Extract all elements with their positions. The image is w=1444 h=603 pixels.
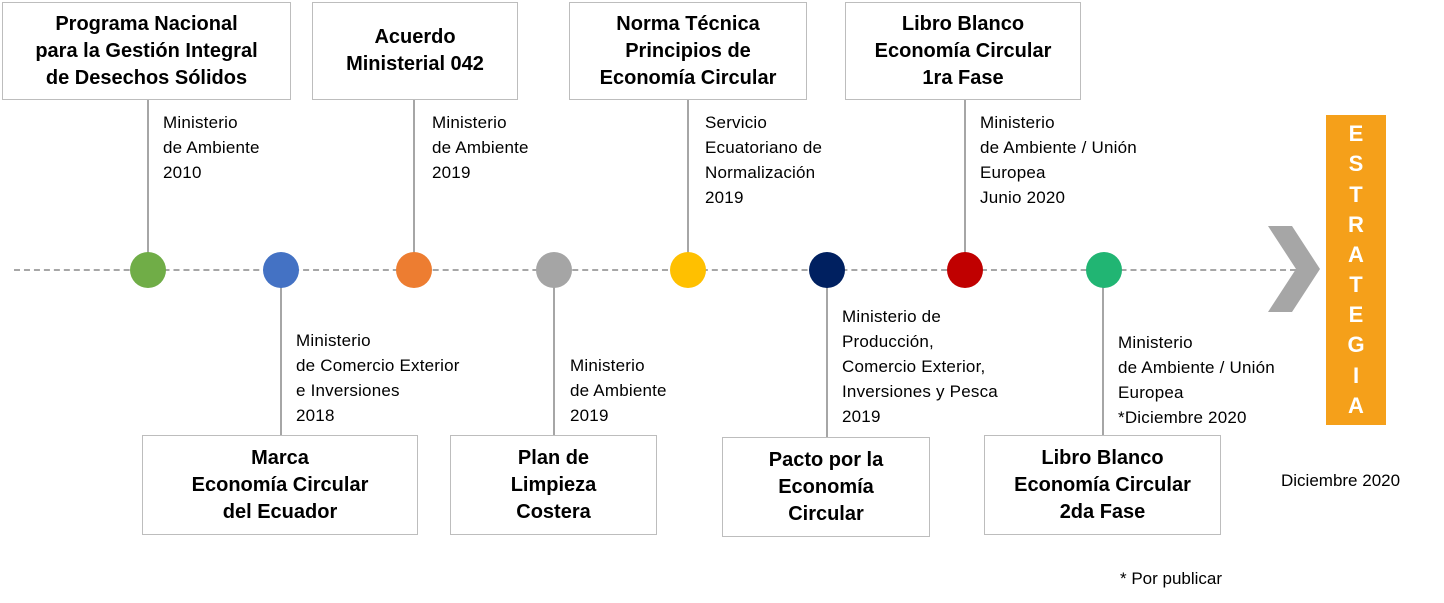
- milestone-box-plan-limpieza: Plan de Limpieza Costera: [450, 435, 657, 535]
- strategy-letter: I: [1352, 362, 1360, 388]
- strategy-letter: E: [1348, 121, 1364, 147]
- strategy-letter: G: [1347, 332, 1365, 358]
- connector-line: [826, 270, 828, 438]
- strategy-bar: E S T R A T E G I A: [1326, 115, 1386, 425]
- milestone-detail: Ministerio de Ambiente 2019: [570, 356, 667, 425]
- timeline-dot-blue: [263, 252, 299, 288]
- footnote: * Por publicar: [1120, 569, 1223, 588]
- strategy-date: Diciembre 2020: [1281, 471, 1401, 490]
- timeline-dot-green: [130, 252, 166, 288]
- connector-line: [687, 100, 689, 268]
- milestone-box-programa-nacional: Programa Nacional para la Gestión Integr…: [2, 2, 291, 100]
- timeline-line: [14, 269, 1296, 271]
- strategy-letter: E: [1348, 302, 1364, 328]
- timeline-dot-emerald: [1086, 252, 1122, 288]
- milestone-detail: Ministerio de Ambiente 2010: [163, 113, 260, 182]
- milestone-box-marca: Marca Economía Circular del Ecuador: [142, 435, 418, 535]
- milestone-box-libro-blanco-1: Libro Blanco Economía Circular 1ra Fase: [845, 2, 1081, 100]
- timeline-dot-yellow: [670, 252, 706, 288]
- strategy-letter: A: [1348, 392, 1364, 418]
- connector-line: [553, 270, 555, 436]
- timeline-dot-red: [947, 252, 983, 288]
- milestone-box-libro-blanco-2: Libro Blanco Economía Circular 2da Fase: [984, 435, 1221, 535]
- timeline-dot-orange: [396, 252, 432, 288]
- timeline-dot-gray: [536, 252, 572, 288]
- milestone-detail: Ministerio de Comercio Exterior e Invers…: [296, 331, 460, 425]
- milestone-detail: Ministerio de Ambiente 2019: [432, 113, 529, 182]
- milestone-detail: Ministerio de Producción, Comercio Exter…: [842, 307, 998, 426]
- strategy-letter: A: [1348, 241, 1364, 267]
- milestone-box-norma-tecnica: Norma Técnica Principios de Economía Cir…: [569, 2, 807, 100]
- milestone-box-pacto: Pacto por la Economía Circular: [722, 437, 930, 537]
- connector-line: [1102, 270, 1104, 436]
- chevron-right-icon: [1268, 226, 1320, 312]
- connector-line: [280, 270, 282, 436]
- milestone-box-acuerdo-ministerial: Acuerdo Ministerial 042: [312, 2, 518, 100]
- milestone-detail: Ministerio de Ambiente / Unión Europea J…: [980, 113, 1137, 207]
- connector-line: [147, 100, 149, 268]
- strategy-letter: R: [1348, 211, 1364, 237]
- strategy-letter: T: [1349, 272, 1363, 298]
- milestone-detail: Servicio Ecuatoriano de Normalización 20…: [705, 113, 823, 207]
- strategy-letter: T: [1349, 181, 1363, 207]
- timeline-dot-navy: [809, 252, 845, 288]
- connector-line: [413, 100, 415, 268]
- connector-line: [964, 100, 966, 268]
- strategy-letter: S: [1348, 151, 1364, 177]
- milestone-detail: Ministerio de Ambiente / Unión Europea *…: [1118, 333, 1275, 427]
